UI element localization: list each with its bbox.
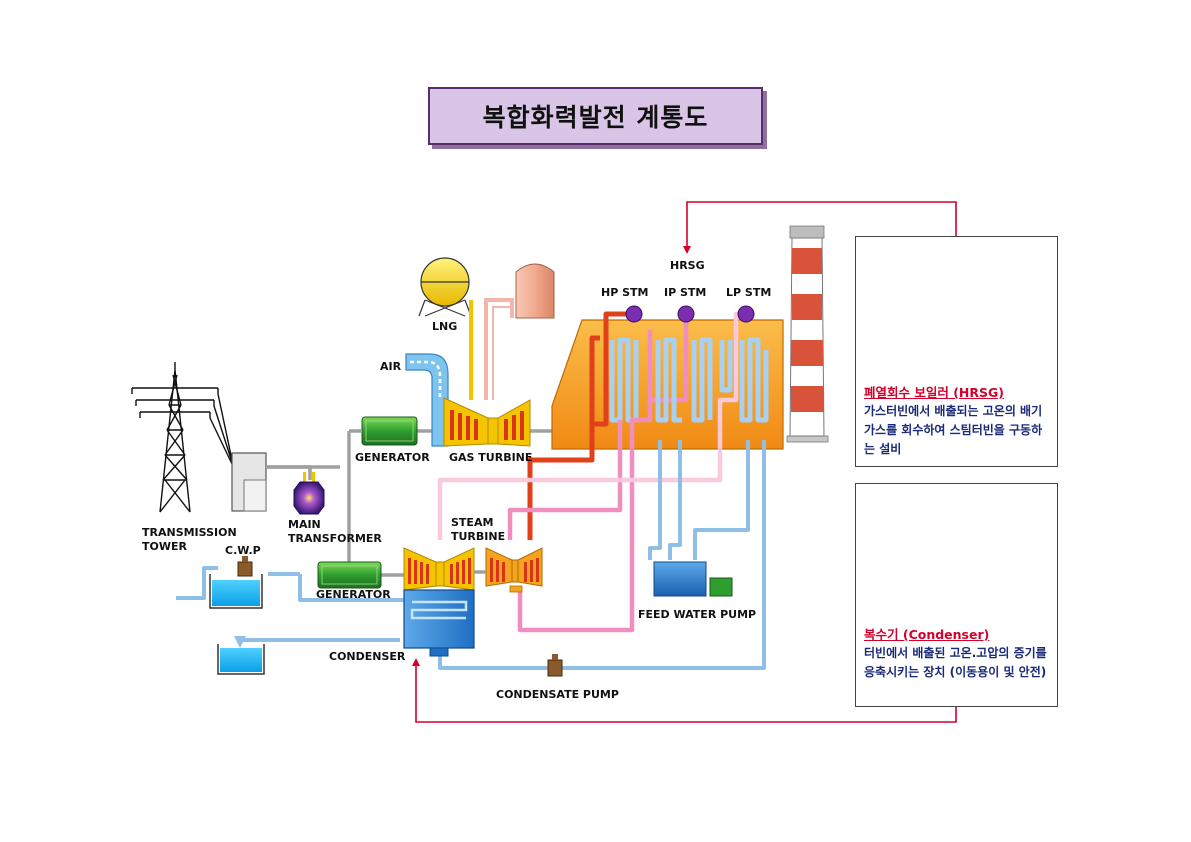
cooling-water-basin bbox=[209, 574, 263, 609]
ip-coil bbox=[655, 337, 713, 423]
label-main-transformer: MAIN TRANSFORMER bbox=[288, 518, 382, 545]
condenser-card-description: 터빈에서 배출된 고온.고압의 증기를 응축시키는 장치 (이동용이 및 안전) bbox=[864, 646, 1047, 679]
label-ip-stm: IP STM bbox=[664, 286, 707, 299]
condenser-info-card: 복수기 (Condenser) 터빈에서 배출된 고온.고압의 증기를 응축시키… bbox=[855, 483, 1058, 707]
lp-steam-pipe bbox=[437, 311, 746, 540]
hrsg-card-title: 폐열회수 보일러 (HRSG) bbox=[864, 385, 1004, 400]
condensate-pump bbox=[547, 654, 563, 677]
fuel-tank bbox=[515, 263, 555, 319]
lp-coil bbox=[719, 337, 769, 423]
label-feed-water-pump: FEED WATER PUMP bbox=[638, 608, 757, 621]
fuel-pipes bbox=[469, 298, 514, 400]
label-air: AIR bbox=[380, 360, 402, 373]
discharge-basin bbox=[217, 636, 265, 675]
label-condensate-pump: CONDENSATE PUMP bbox=[496, 688, 619, 701]
label-condenser: CONDENSER bbox=[329, 650, 406, 663]
steam-turbine-hp bbox=[485, 547, 543, 593]
main-transformer bbox=[293, 472, 325, 515]
label-generator-top: GENERATOR bbox=[355, 451, 430, 464]
condenser-card-title: 복수기 (Condenser) bbox=[864, 627, 990, 642]
label-cwp: C.W.P bbox=[225, 544, 261, 557]
label-gas-turbine: GAS TURBINE bbox=[449, 451, 533, 464]
steam-drums bbox=[625, 305, 755, 323]
hp-steam-pipe bbox=[527, 311, 634, 540]
steam-turbine-lp bbox=[403, 547, 475, 591]
generator-top bbox=[361, 416, 418, 446]
label-transmission-tower: TRANSMISSION TOWER bbox=[142, 526, 237, 553]
label-lp-stm: LP STM bbox=[726, 286, 772, 299]
label-lng: LNG bbox=[432, 320, 458, 333]
label-hrsg: HRSG bbox=[670, 259, 705, 272]
lng-tank bbox=[418, 257, 472, 317]
air-intake-duct bbox=[405, 353, 449, 447]
label-hp-stm: HP STM bbox=[601, 286, 649, 299]
hrsg-callout-line bbox=[683, 201, 957, 254]
exhaust-stack bbox=[786, 225, 829, 443]
switchgear-box bbox=[231, 452, 267, 512]
condenser bbox=[403, 589, 475, 657]
diagram-title: 복합화력발전 계통도 bbox=[482, 103, 709, 132]
power-lines bbox=[266, 429, 552, 577]
condenser-callout-line bbox=[412, 658, 957, 723]
hrsg-card-description: 가스터빈에서 배출되는 고온의 배기가스를 회수하여 스팀터빈을 구동하는 설비 bbox=[864, 404, 1043, 456]
label-generator-bottom: GENERATOR bbox=[316, 588, 391, 601]
label-steam-turbine: STEAM TURBINE bbox=[451, 516, 506, 543]
transmission-tower bbox=[131, 362, 233, 513]
feed-water-pump bbox=[653, 561, 733, 597]
diagram-title-box: 복합화력발전 계통도 bbox=[428, 87, 763, 145]
hrsg-info-card: 폐열회수 보일러 (HRSG) 가스터빈에서 배출되는 고온의 배기가스를 회수… bbox=[855, 236, 1058, 467]
cwp-pump bbox=[237, 556, 253, 577]
generator-bottom bbox=[317, 561, 382, 589]
gas-turbine bbox=[443, 397, 531, 447]
